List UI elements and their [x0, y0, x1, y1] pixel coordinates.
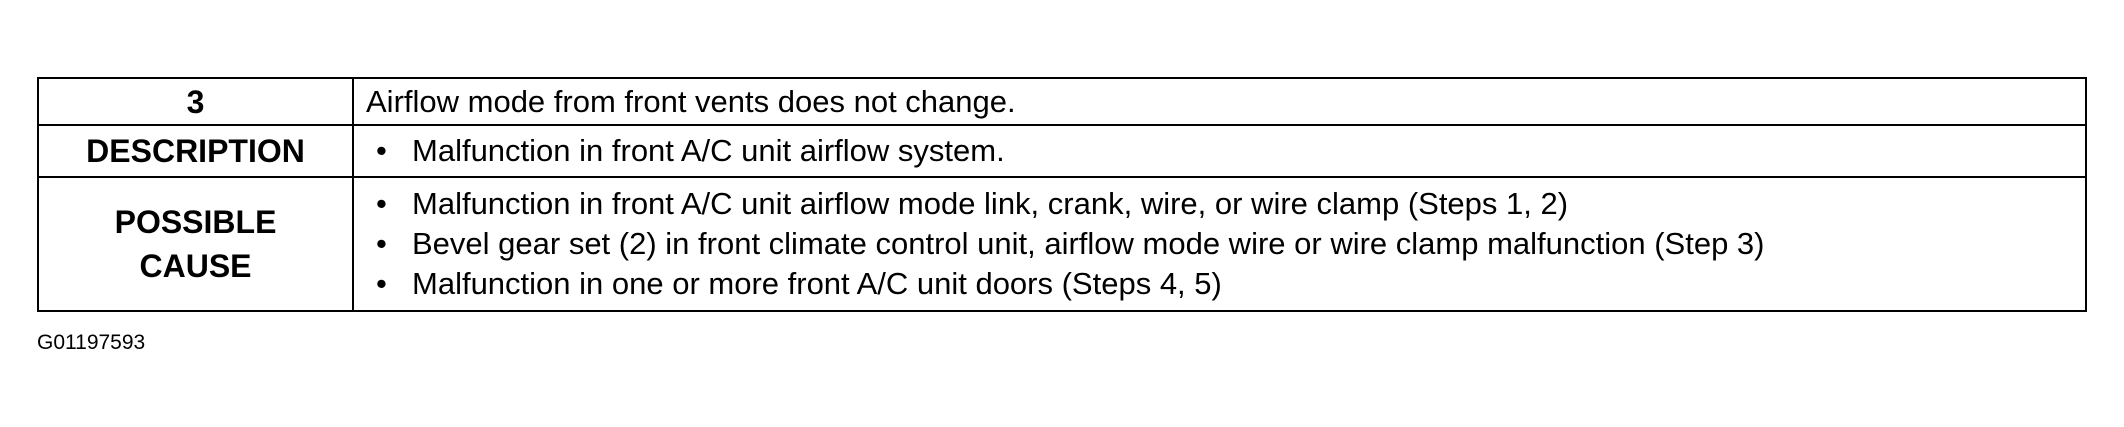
bullet-icon: •: [376, 186, 387, 221]
description-row: DESCRIPTION • Malfunction in front A/C u…: [37, 124, 2087, 178]
list-item: • Malfunction in front A/C unit airflow …: [366, 184, 2084, 224]
bullet-icon: •: [376, 133, 387, 168]
possible-cause-row: POSSIBLE CAUSE • Malfunction in front A/…: [37, 176, 2087, 312]
list-item: • Malfunction in one or more front A/C u…: [366, 264, 2084, 304]
list-item: • Malfunction in front A/C unit airflow …: [366, 131, 2084, 171]
possible-cause-label: POSSIBLE CAUSE: [37, 176, 354, 312]
troubleshooting-table: 3 Airflow mode from front vents does not…: [37, 77, 2087, 312]
description-list: • Malfunction in front A/C unit airflow …: [366, 131, 2084, 171]
description-label: DESCRIPTION: [37, 124, 354, 178]
cause-item-text: Malfunction in one or more front A/C uni…: [412, 266, 1222, 301]
figure-id: G01197593: [37, 331, 146, 354]
title-row: 3 Airflow mode from front vents does not…: [37, 77, 2087, 126]
bullet-icon: •: [376, 226, 387, 261]
possible-cause-cell: • Malfunction in front A/C unit airflow …: [352, 176, 2087, 312]
description-cell: • Malfunction in front A/C unit airflow …: [352, 124, 2087, 178]
symptom-text: Airflow mode from front vents does not c…: [352, 77, 2087, 126]
cause-item-text: Malfunction in front A/C unit airflow mo…: [412, 186, 1569, 221]
possible-cause-label-line2: CAUSE: [139, 248, 252, 284]
description-item-text: Malfunction in front A/C unit airflow sy…: [412, 133, 1005, 168]
possible-cause-label-line1: POSSIBLE: [114, 204, 277, 240]
possible-cause-list: • Malfunction in front A/C unit airflow …: [366, 184, 2084, 304]
step-number: 3: [37, 77, 354, 126]
bullet-icon: •: [376, 266, 387, 301]
cause-item-text: Bevel gear set (2) in front climate cont…: [412, 226, 1765, 261]
list-item: • Bevel gear set (2) in front climate co…: [366, 224, 2084, 264]
